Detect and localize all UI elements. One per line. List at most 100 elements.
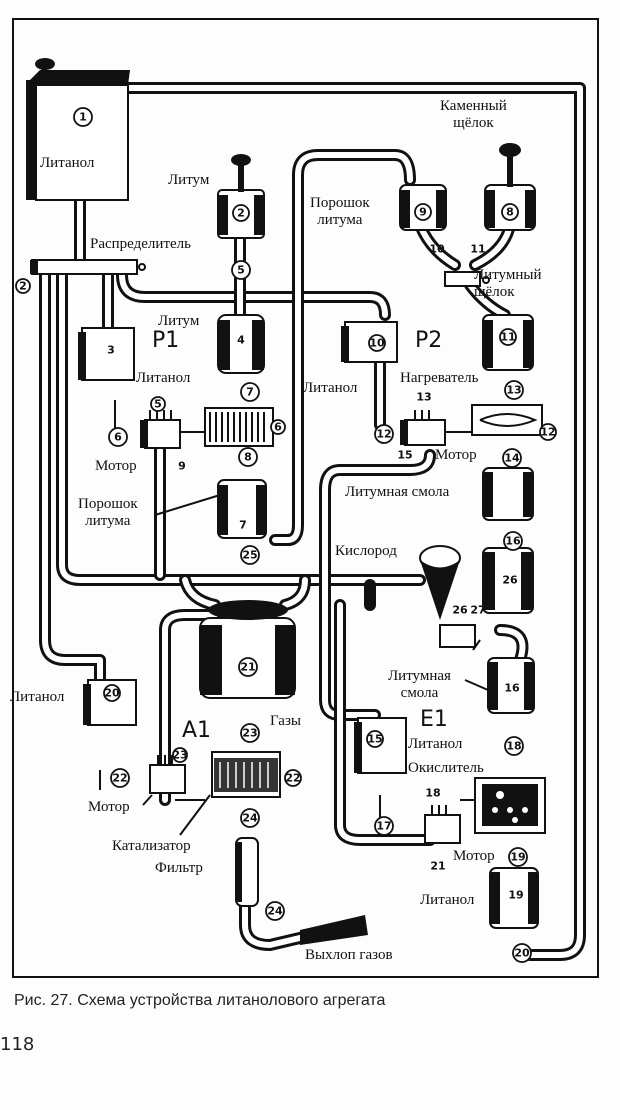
tank-21: [199, 600, 296, 699]
label-litanol-p1: Литанол: [136, 370, 191, 386]
svg-text:20: 20: [514, 947, 530, 960]
tank-p1-litanol-3: [78, 327, 135, 381]
svg-text:25: 25: [242, 549, 257, 562]
svg-text:22: 22: [285, 772, 300, 785]
tank-poroshok-7: [217, 479, 267, 539]
svg-text:15: 15: [367, 733, 382, 746]
svg-text:9: 9: [419, 206, 427, 219]
svg-text:21: 21: [240, 661, 255, 674]
svg-text:8: 8: [244, 451, 252, 464]
diagram-frame: [12, 18, 599, 978]
page-number: 118: [0, 1034, 35, 1055]
pipes: [39, 82, 586, 961]
label-litanol-e1: Литанол: [408, 736, 463, 752]
label-katalizator: Катализатор: [112, 838, 191, 854]
tank-litumnaya-smola: [482, 467, 534, 521]
label-motor-e1: Мотор: [453, 848, 495, 864]
unit-label-p2: P2: [415, 328, 443, 353]
label-vykhlop-gazov: Выхлоп газов: [305, 947, 393, 963]
tank-litanol-main: [26, 58, 130, 201]
svg-text:23: 23: [242, 727, 257, 740]
leader-lines: [142, 494, 489, 836]
svg-text:24: 24: [242, 812, 258, 825]
svg-text:12: 12: [376, 428, 391, 441]
mixer-m2: [439, 624, 476, 648]
svg-text:26: 26: [502, 574, 518, 587]
component-number-badges: 1 2 5 2 9 8 10 11 11 3 4 7 5 6 6 8 9 7 2…: [15, 107, 557, 963]
svg-text:19: 19: [508, 889, 523, 902]
svg-text:22: 22: [112, 772, 127, 785]
svg-text:11: 11: [470, 243, 485, 256]
components: [26, 58, 546, 945]
label-litanol-main: Литанол: [40, 155, 95, 171]
svg-text:19: 19: [510, 851, 525, 864]
svg-text:24: 24: [267, 905, 283, 918]
label-poroshok-lituma-p1: Порошок литума: [78, 496, 138, 529]
svg-text:20: 20: [104, 687, 120, 700]
label-nagrevatel: Нагреватель: [400, 370, 479, 386]
svg-text:23: 23: [172, 749, 187, 762]
svg-text:1: 1: [79, 111, 87, 124]
unit-label-a1: A1: [182, 718, 212, 743]
motor-e1-18: [424, 805, 461, 844]
exhaust-cone: [300, 915, 368, 945]
label-kamenny-shchelok: Каменный щёлок: [440, 98, 507, 131]
tank-p1-litum-4: [217, 314, 265, 374]
filter-column: [235, 837, 259, 907]
svg-text:27: 27: [470, 604, 485, 617]
label-gazy: Газы: [270, 713, 301, 729]
unit-label-e1: E1: [420, 707, 448, 732]
motor-a1-23: [149, 755, 186, 794]
svg-text:2: 2: [237, 207, 245, 220]
svg-text:7: 7: [239, 519, 247, 532]
oxygen-cone: [419, 545, 461, 620]
svg-text:13: 13: [416, 391, 431, 404]
tank-19: [489, 867, 539, 929]
svg-text:5: 5: [237, 264, 245, 277]
tank-16: [487, 657, 535, 714]
label-litanol-p2: Литанол: [303, 380, 358, 396]
label-litumnaya-smola-p2: Литумная смола: [345, 484, 450, 500]
svg-text:12: 12: [540, 426, 555, 439]
svg-text:7: 7: [246, 386, 254, 399]
label-motor-a1: Мотор: [88, 799, 130, 815]
svg-text:21: 21: [430, 860, 445, 873]
label-raspredelitel: Распределитель: [90, 236, 191, 252]
svg-text:6: 6: [274, 421, 282, 434]
tank-e1-litanol-15: [354, 717, 407, 774]
label-poroshok-lituma-top: Порошок литума: [310, 195, 370, 228]
svg-text:4: 4: [237, 334, 245, 347]
svg-text:11: 11: [500, 331, 515, 344]
svg-text:16: 16: [505, 535, 521, 548]
label-motor-p1: Мотор: [95, 458, 137, 474]
svg-text:8: 8: [506, 206, 514, 219]
tank-litum-2: [217, 154, 265, 239]
figure-caption: Рис. 27. Схема устройства литанолового а…: [14, 992, 386, 1009]
label-filtr: Фильтр: [155, 860, 203, 876]
svg-text:2: 2: [19, 280, 27, 293]
svg-text:26: 26: [452, 604, 468, 617]
svg-text:10: 10: [369, 337, 385, 350]
litanol-unit-schematic: .pipe { fill:none; stroke:#111; stroke-w…: [15, 58, 586, 963]
unit-label-p1: P1: [152, 328, 180, 353]
svg-text:3: 3: [107, 344, 115, 357]
distributor-bar: [31, 259, 138, 275]
oxidizer-panel: [474, 777, 546, 834]
label-kislorod: Кислород: [335, 543, 397, 559]
svg-text:18: 18: [506, 740, 521, 753]
svg-text:10: 10: [429, 243, 445, 256]
svg-text:16: 16: [504, 682, 520, 695]
tank-26: [482, 547, 534, 614]
label-litum-top: Литум: [168, 172, 210, 188]
catalyst-22: [211, 751, 281, 798]
mixer-p1-6: [204, 407, 274, 447]
label-litumnaya-smola-e1: Литумная смола: [388, 668, 451, 701]
svg-text:15: 15: [397, 449, 412, 462]
label-motor-p2: Мотор: [435, 447, 477, 463]
svg-text:18: 18: [425, 787, 440, 800]
mixer-litumny-shchelok: [444, 271, 481, 287]
svg-text:14: 14: [504, 452, 520, 465]
label-litumny-shchelok: Литумный щёлок: [474, 267, 542, 300]
label-litum-p1: Литум: [158, 313, 200, 329]
label-okislitel: Окислитель: [408, 760, 484, 776]
